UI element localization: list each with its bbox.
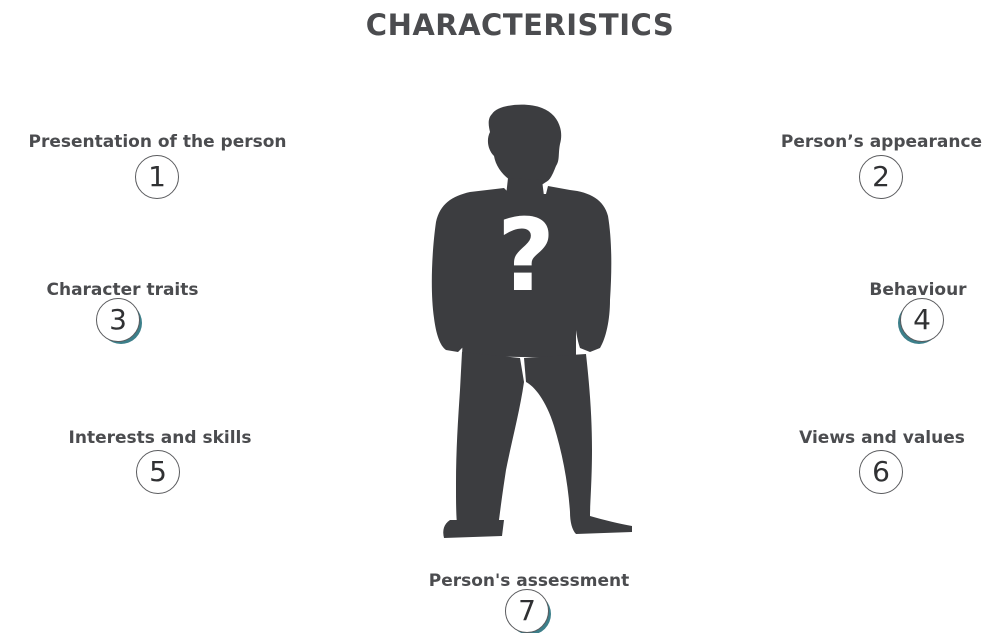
label-persons-appearance: Person’s appearance [780, 132, 983, 152]
label-character-traits: Character traits [46, 280, 199, 300]
label-interests-and-skills: Interests and skills [68, 428, 252, 448]
number-circle-3: 3 [96, 298, 140, 342]
number-circle-7: 7 [505, 589, 549, 633]
number-circle-2: 2 [859, 155, 903, 199]
silhouette-shape [431, 104, 632, 538]
number-circle-1: 1 [135, 155, 179, 199]
person-silhouette-icon: ? [431, 104, 632, 538]
page-title: CHARACTERISTICS [365, 8, 675, 42]
question-mark-glyph: ? [497, 197, 555, 314]
label-persons-assessment: Person's assessment [428, 571, 630, 591]
number-circle-4: 4 [900, 298, 944, 342]
label-behaviour: Behaviour [869, 280, 967, 300]
number-circle-5: 5 [136, 450, 180, 494]
number-circle-6: 6 [859, 450, 903, 494]
label-presentation-of-the-person: Presentation of the person [28, 132, 287, 152]
label-views-and-values: Views and values [799, 428, 965, 448]
